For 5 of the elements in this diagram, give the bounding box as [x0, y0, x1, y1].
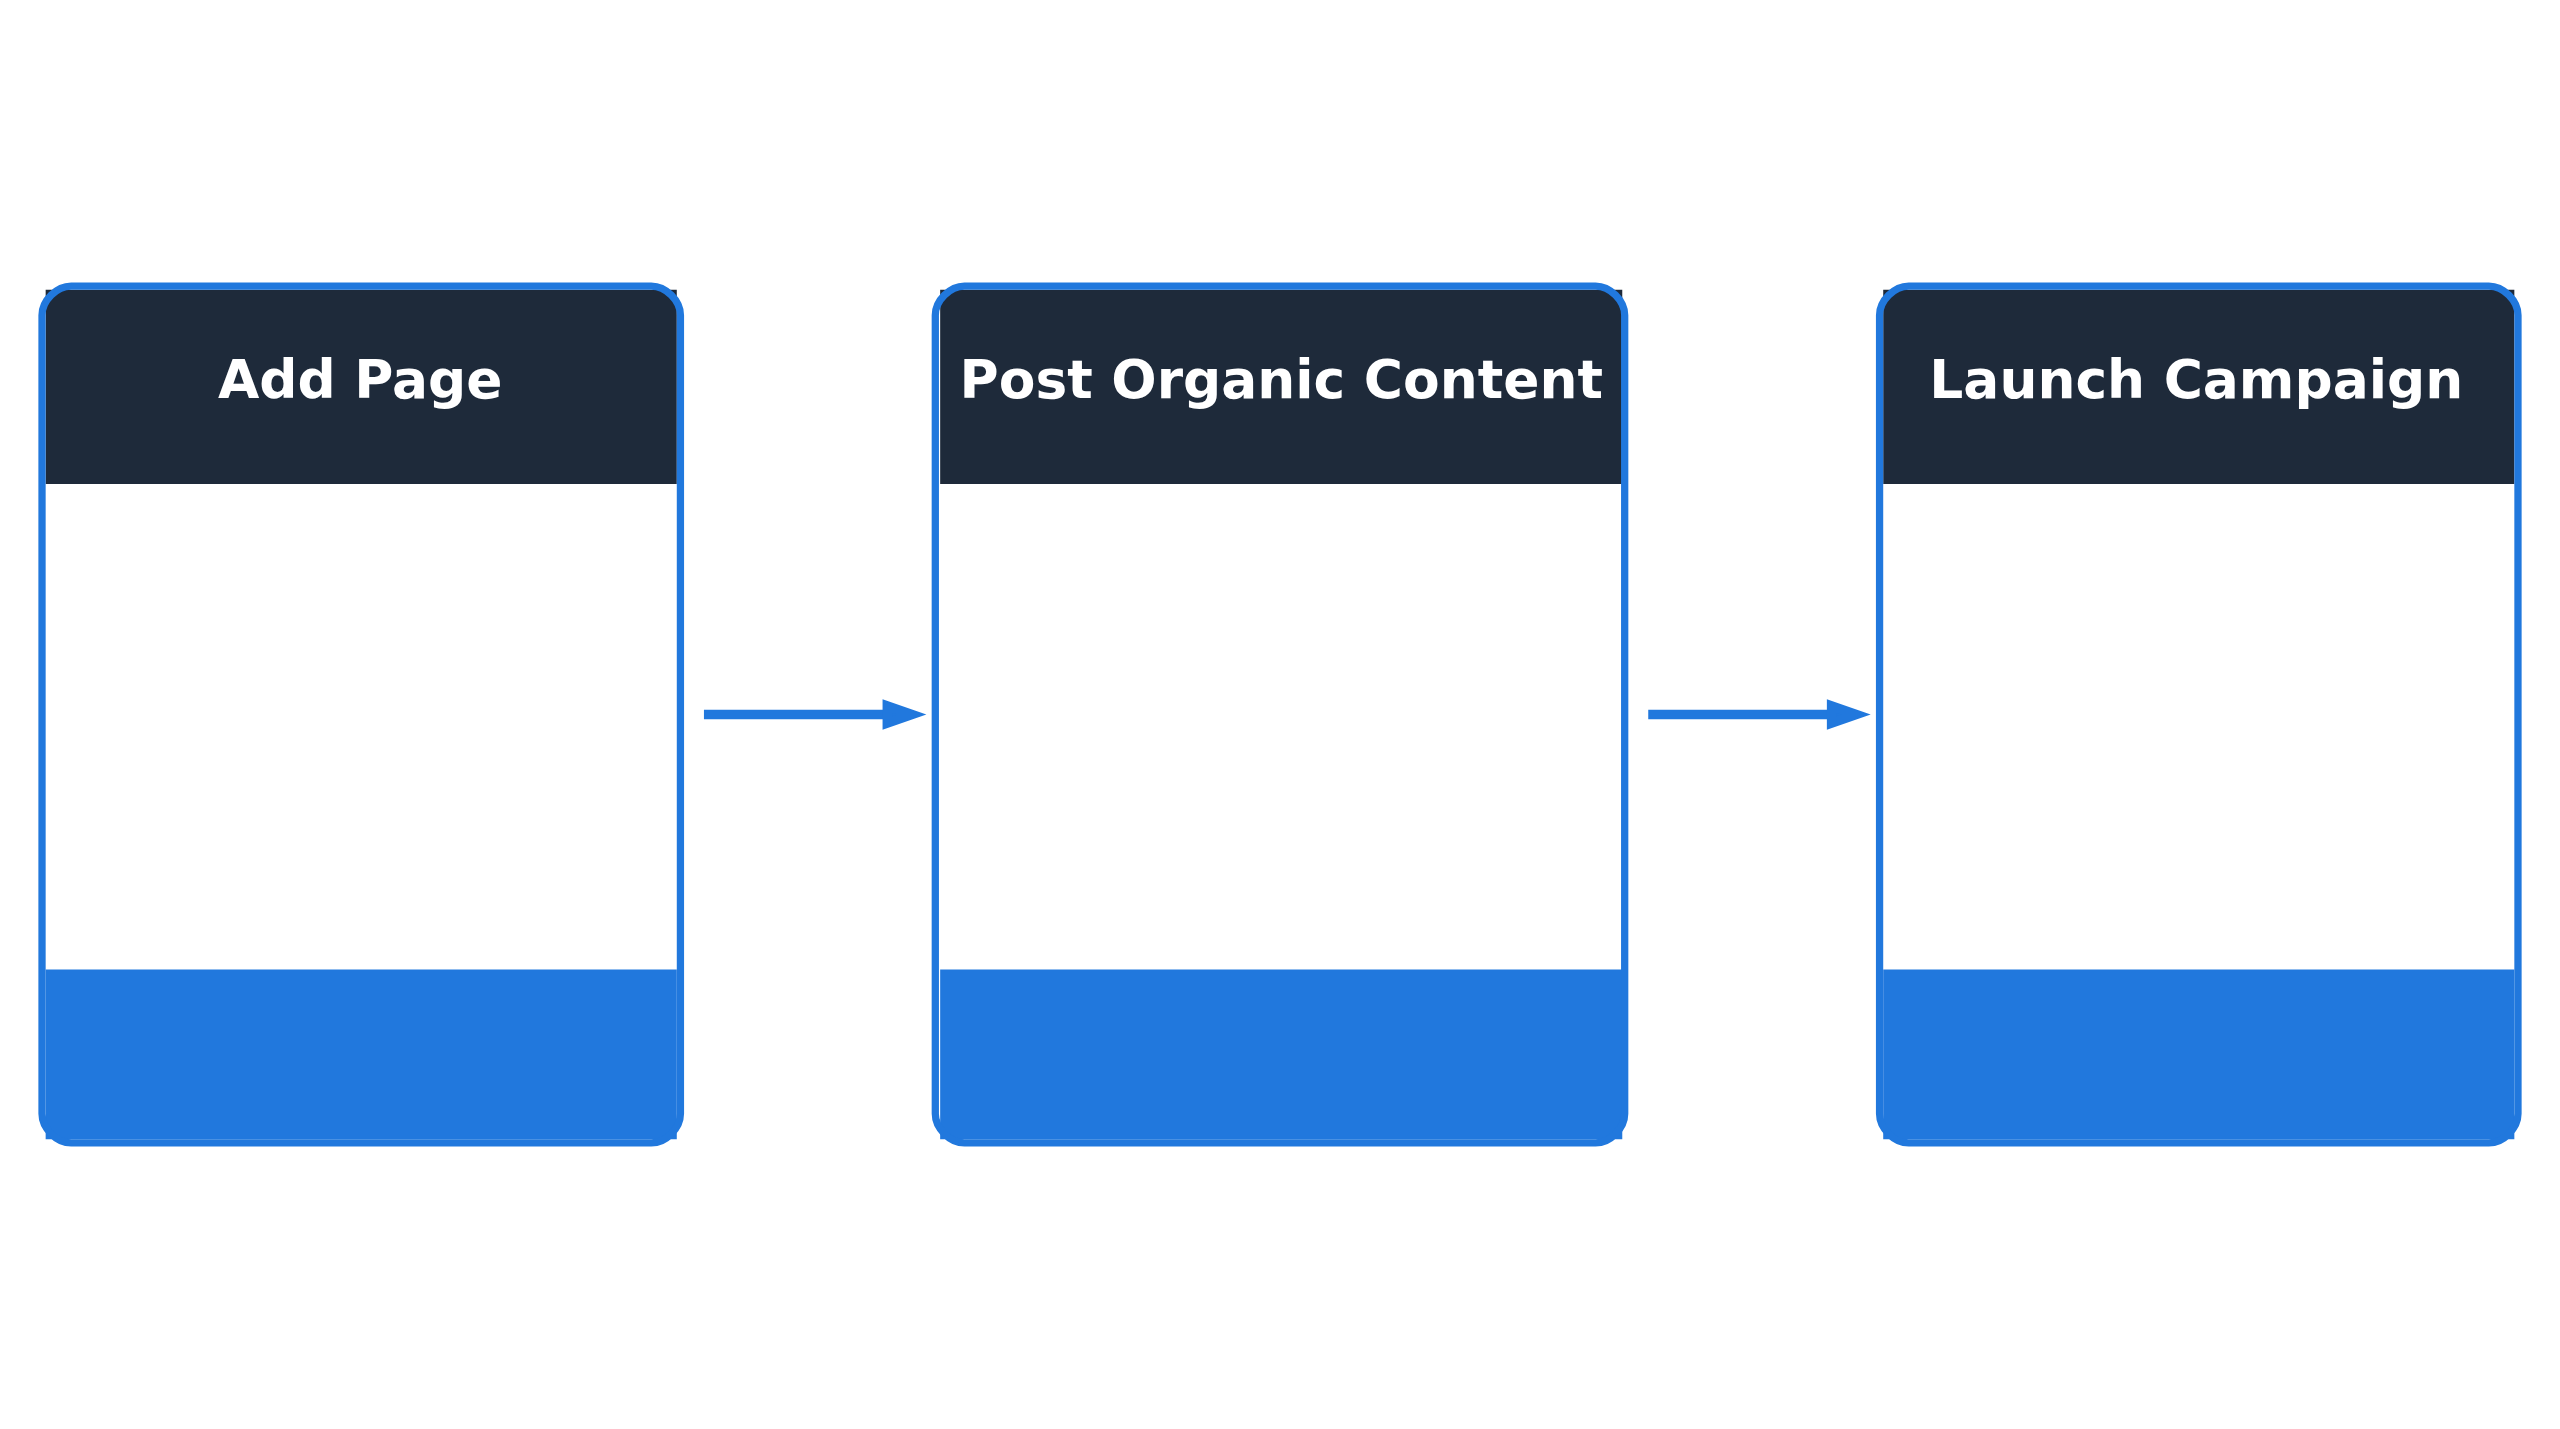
node-box: Post Organic Content	[931, 282, 1629, 1147]
node-box: Add Page	[38, 282, 685, 1147]
arrow	[703, 699, 927, 730]
node-box: Launch Campaign	[1875, 282, 2522, 1147]
arrow	[1648, 699, 1871, 730]
